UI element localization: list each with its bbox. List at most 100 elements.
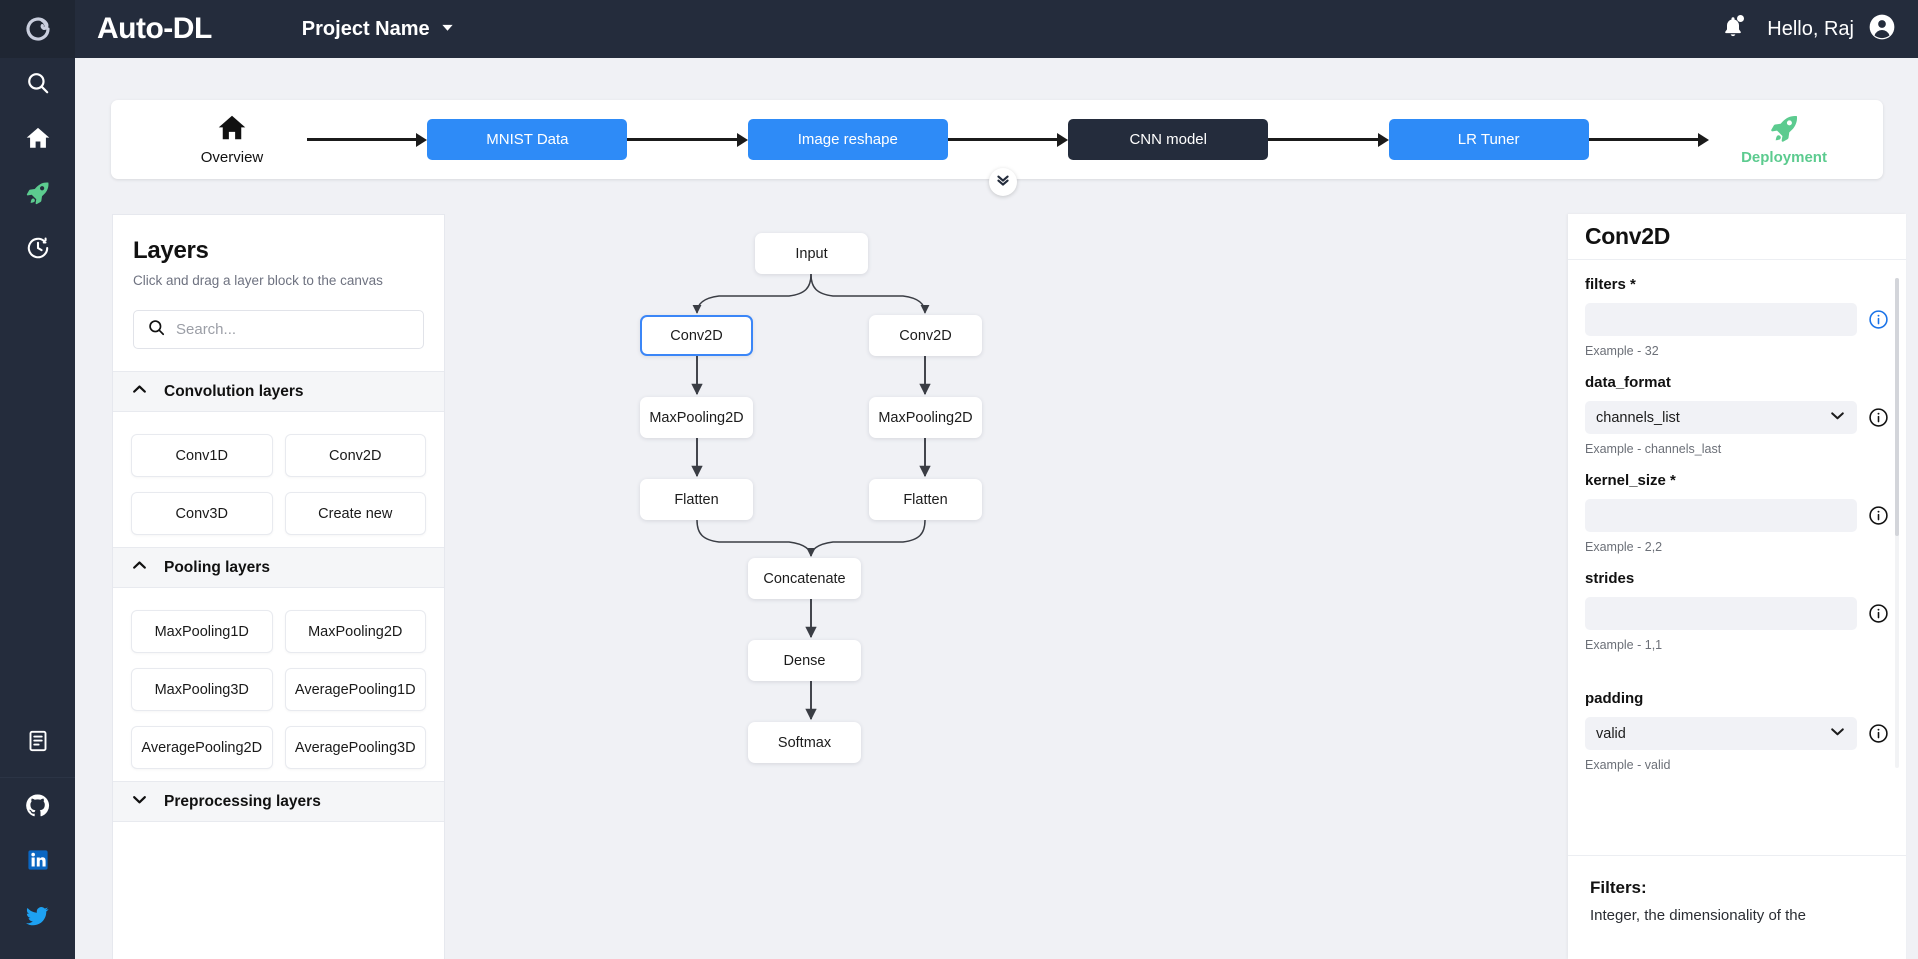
- info-icon[interactable]: [1868, 407, 1889, 428]
- info-icon[interactable]: [1868, 723, 1889, 744]
- layer-chip-averagepooling3d[interactable]: AveragePooling3D: [284, 726, 426, 769]
- layer-chip-conv3d[interactable]: Conv3D: [131, 492, 273, 535]
- home-icon: [25, 125, 51, 156]
- field-example: Example - 32: [1585, 344, 1659, 358]
- data-format-select[interactable]: channels_list: [1585, 401, 1857, 434]
- rail-linkedin[interactable]: [0, 835, 75, 890]
- doc-body: Integer, the dimensionality of the: [1590, 907, 1806, 924]
- layer-chip-maxpooling1d[interactable]: MaxPooling1D: [131, 610, 273, 653]
- layer-group-header-pooling[interactable]: Pooling layers: [113, 547, 444, 588]
- pipeline-arrow-4: [1588, 132, 1710, 147]
- select-value: channels_list: [1596, 409, 1680, 426]
- layer-search-box[interactable]: [133, 310, 424, 349]
- field-strides: strides Example - 1,1: [1585, 570, 1889, 652]
- github-icon: [25, 793, 50, 823]
- filters-input[interactable]: [1585, 303, 1857, 336]
- layer-group-header-preprocessing[interactable]: Preprocessing layers: [113, 781, 444, 822]
- pipeline-arrow-0: [307, 132, 428, 147]
- layer-chip-conv1d[interactable]: Conv1D: [131, 434, 273, 477]
- search-icon: [147, 318, 166, 342]
- properties-form: filters * Example - 32 data_format chann…: [1568, 260, 1906, 855]
- chevron-down-icon: [1829, 407, 1846, 428]
- properties-doc-section: Filters: Integer, the dimensionality of …: [1568, 855, 1906, 959]
- info-icon[interactable]: [1868, 505, 1889, 526]
- properties-scrollbar-thumb[interactable]: [1895, 278, 1899, 536]
- layer-group-body-pooling: MaxPooling1D MaxPooling2D MaxPooling3D A…: [113, 588, 444, 781]
- graph-node-input[interactable]: Input: [755, 233, 868, 274]
- layers-panel: Layers Click and drag a layer block to t…: [112, 214, 445, 959]
- field-label: padding: [1585, 690, 1644, 707]
- pipeline-block-lr-tuner[interactable]: LR Tuner: [1388, 119, 1589, 160]
- project-selector[interactable]: Project Name: [302, 18, 455, 41]
- pipeline-deployment-node[interactable]: Deployment: [1709, 113, 1859, 166]
- field-label: data_format: [1585, 374, 1671, 391]
- project-name-label: Project Name: [301, 17, 430, 40]
- layer-chip-averagepooling2d[interactable]: AveragePooling2D: [131, 726, 273, 769]
- layer-chip-averagepooling1d[interactable]: AveragePooling1D: [284, 668, 426, 711]
- field-data-format: data_format channels_list: [1585, 374, 1889, 456]
- pipeline-block-mnist-data[interactable]: MNIST Data: [427, 119, 628, 160]
- pipeline-arrow-2: [947, 132, 1069, 147]
- pipeline-bar-region: Overview MNIST Data Image reshape CNN mo…: [75, 58, 1918, 208]
- layer-group-title: Preprocessing layers: [164, 792, 321, 810]
- graph-node-dense[interactable]: Dense: [748, 640, 861, 681]
- pipeline-block-cnn-model[interactable]: CNN model: [1068, 119, 1269, 160]
- strides-input[interactable]: [1585, 597, 1857, 630]
- rail-docs[interactable]: [0, 716, 75, 771]
- layer-chip-conv2d[interactable]: Conv2D: [284, 434, 426, 477]
- user-avatar-button[interactable]: [1868, 13, 1896, 46]
- info-icon[interactable]: [1868, 309, 1889, 330]
- info-icon[interactable]: [1868, 603, 1889, 624]
- chevron-down-icon: [131, 791, 148, 813]
- search-input[interactable]: [176, 321, 410, 338]
- pipeline-block-image-reshape[interactable]: Image reshape: [747, 119, 948, 160]
- rail-home[interactable]: [0, 113, 75, 168]
- select-value: valid: [1596, 725, 1626, 742]
- rail-github[interactable]: [0, 780, 75, 835]
- chevron-up-icon: [131, 557, 148, 579]
- field-example: Example - 2,2: [1585, 540, 1663, 554]
- layer-properties-panel: Conv2D filters * Example - 32 data_form: [1568, 214, 1906, 959]
- history-clock-icon: [25, 235, 51, 266]
- pipeline-overview-node[interactable]: Overview: [157, 113, 307, 166]
- graph-node-flatten-right[interactable]: Flatten: [869, 479, 982, 520]
- rail-deploy[interactable]: [0, 168, 75, 223]
- rail-divider: [0, 777, 75, 778]
- graph-node-maxpooling2d-left[interactable]: MaxPooling2D: [640, 397, 753, 438]
- layer-chip-create-new[interactable]: Create new: [284, 492, 426, 535]
- graph-node-concatenate[interactable]: Concatenate: [748, 558, 861, 599]
- layer-group-body-convolution: Conv1D Conv2D Conv3D Create new: [113, 412, 444, 547]
- graph-node-conv2d-right[interactable]: Conv2D: [869, 315, 982, 356]
- layer-chip-maxpooling2d[interactable]: MaxPooling2D: [284, 610, 426, 653]
- app-logo[interactable]: [0, 0, 75, 58]
- document-icon: [26, 729, 50, 758]
- field-label: kernel_size *: [1585, 472, 1676, 489]
- doc-heading: Filters:: [1590, 878, 1647, 897]
- linkedin-icon: [26, 848, 50, 877]
- model-graph-canvas[interactable]: Input Conv2D Conv2D MaxPooling2D MaxPool…: [445, 214, 1558, 959]
- notifications-button[interactable]: [1721, 14, 1745, 44]
- user-avatar-icon: [1868, 13, 1896, 46]
- graph-node-flatten-left[interactable]: Flatten: [640, 479, 753, 520]
- layer-chip-maxpooling3d[interactable]: MaxPooling3D: [131, 668, 273, 711]
- search-icon: [25, 70, 51, 101]
- graph-edges: [691, 273, 931, 721]
- graph-node-conv2d-left[interactable]: Conv2D: [640, 315, 753, 356]
- rail-search[interactable]: [0, 58, 75, 113]
- notification-badge-dot: [1737, 14, 1745, 22]
- graph-node-softmax[interactable]: Softmax: [748, 722, 861, 763]
- rail-history[interactable]: [0, 223, 75, 278]
- padding-select[interactable]: valid: [1585, 717, 1857, 750]
- chevron-down-icon: [440, 18, 455, 41]
- pipeline-collapse-button[interactable]: [989, 168, 1017, 196]
- field-kernel-size: kernel_size * Example - 2,2: [1585, 472, 1889, 554]
- layers-panel-title: Layers: [133, 237, 209, 264]
- chevron-down-icon: [1829, 723, 1846, 744]
- field-label: filters *: [1585, 276, 1636, 293]
- left-icon-rail: [0, 0, 75, 959]
- rail-twitter[interactable]: [0, 890, 75, 945]
- graph-node-maxpooling2d-right[interactable]: MaxPooling2D: [869, 397, 982, 438]
- kernel-size-input[interactable]: [1585, 499, 1857, 532]
- chevron-up-icon: [131, 381, 148, 403]
- layer-group-header-convolution[interactable]: Convolution layers: [113, 371, 444, 412]
